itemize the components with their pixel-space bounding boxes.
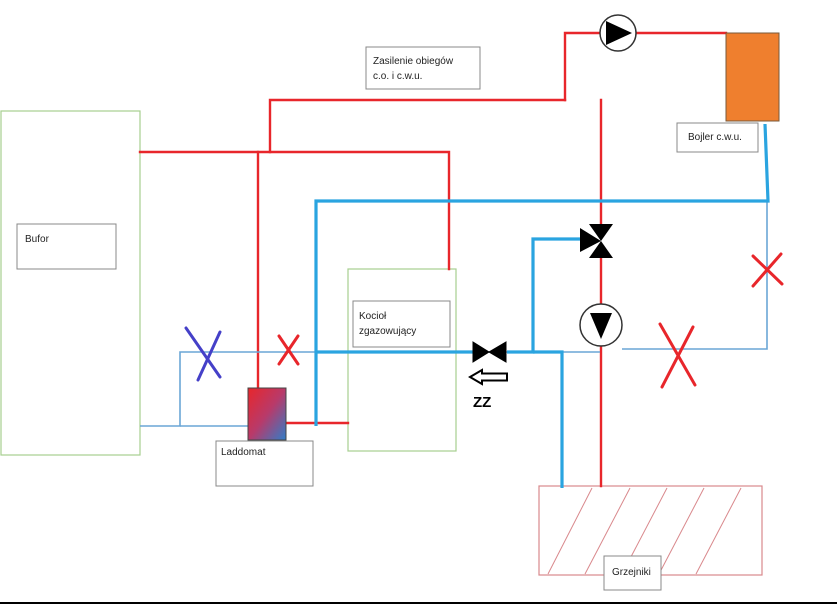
buffer-label: Bufor xyxy=(25,234,49,245)
boiler-label-line1: Kocioł xyxy=(359,311,387,322)
buffer-tank xyxy=(0,110,141,456)
radiators-label: Grzejniki xyxy=(612,567,651,578)
cross-mark-red-1 xyxy=(277,334,300,366)
cross-mark-blue xyxy=(184,326,222,382)
supply-pipes xyxy=(138,31,728,488)
supply-label-line2: c.o. i c.w.u. xyxy=(373,71,423,82)
cross-mark-red-2 xyxy=(658,322,697,389)
laddomat-unit xyxy=(247,387,287,441)
return-pipes-thin xyxy=(140,200,768,427)
buffer-label-box xyxy=(16,223,117,270)
three-way-valve-icon xyxy=(580,224,613,258)
pump-top-icon xyxy=(599,14,637,52)
dhw-label-box xyxy=(676,122,759,153)
laddomat-label-box xyxy=(215,440,314,487)
cross-mark-red-3 xyxy=(751,252,784,288)
zz-label: ZZ xyxy=(473,394,492,411)
dhw-boiler-label: Bojler c.w.u. xyxy=(688,132,742,143)
radiator-hatching xyxy=(547,487,742,575)
supply-label-line1: Zasilenie obiegów xyxy=(373,56,454,67)
boiler-label-box xyxy=(352,300,451,348)
supply-label-box xyxy=(365,46,481,90)
dhw-boiler-tank xyxy=(725,32,780,122)
radiators-label-box xyxy=(603,555,662,591)
return-pipes-thick xyxy=(314,123,770,488)
gasifying-boiler-box xyxy=(347,268,457,452)
ball-valve-icon xyxy=(472,341,507,363)
boiler-label-line2: zgazowujący xyxy=(359,326,417,337)
pump-bottom-icon xyxy=(579,303,623,347)
direction-arrow-icon xyxy=(468,368,508,386)
laddomat-label: Laddomat xyxy=(221,447,266,458)
